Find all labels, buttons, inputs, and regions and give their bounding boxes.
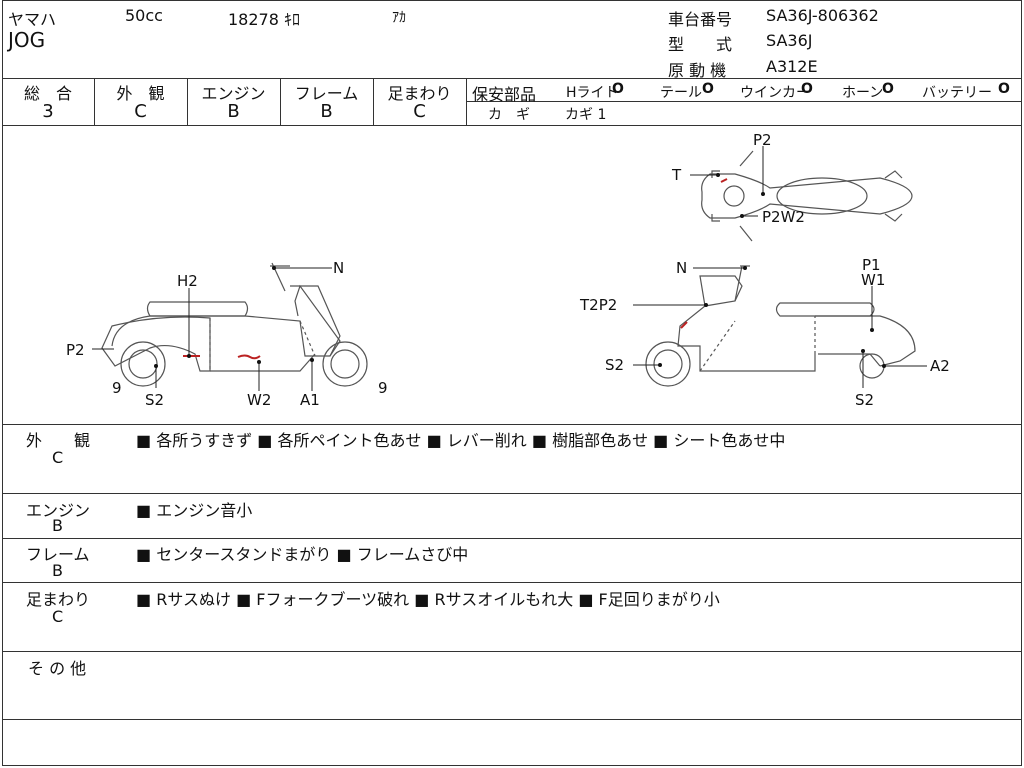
overall-label: 総 合 (23, 84, 72, 103)
label-p2w2: P2W2 (762, 208, 805, 226)
exterior-label: 外 観 (116, 84, 165, 103)
label-w2: W2 (247, 391, 271, 409)
divider (2, 125, 1022, 126)
divider (467, 101, 1022, 102)
label-w1: W1 (861, 271, 885, 289)
model: JOG (8, 28, 46, 52)
frame-grade-label: フレーム (294, 84, 359, 103)
divider (2, 719, 1022, 720)
suspension-grade: C (413, 101, 426, 122)
winker-ok-mark: O (801, 81, 813, 97)
note-exterior-grade: C (52, 448, 64, 467)
scooter-top-view-icon (701, 150, 913, 242)
displacement: 50cc (125, 6, 163, 25)
label-h2: H2 (177, 272, 198, 290)
note-suspension-category: 足まわり (26, 590, 91, 609)
safety-item-horn: ホーン (842, 85, 884, 101)
note-frame-text: ■ センタースタンドまがり ■ フレームさび中 (136, 545, 469, 564)
battery-ok-mark: O (998, 81, 1010, 97)
divider (2, 78, 1022, 79)
maker: ヤマハ (8, 10, 57, 29)
damage-mark-t2p2 (680, 321, 688, 329)
divider (94, 78, 95, 125)
frame-no: SA36J-806362 (766, 6, 879, 25)
scooter-right-side-icon (645, 265, 916, 387)
label-t2p2: T2P2 (579, 296, 617, 314)
divider (2, 538, 1022, 539)
label-p1: P1 (862, 256, 881, 274)
engine-grade: B (227, 101, 240, 122)
engine-label: 原 動 機 (668, 61, 727, 80)
note-exterior-text: ■ 各所うすきず ■ 各所ペイント色あせ ■ レバー削れ ■ 樹脂部色あせ ■ … (136, 431, 786, 450)
type-label: 型 式 (668, 35, 733, 54)
label-n-left: N (333, 259, 344, 277)
mileage: 18278 ｷﾛ (228, 10, 300, 29)
label-a2: A2 (930, 357, 950, 375)
safety-item-tail: テール (660, 85, 702, 101)
safety-item-battery: バッテリー (922, 85, 992, 101)
frame-no-label: 車台番号 (668, 10, 733, 29)
note-engine-category: エンジン (26, 501, 91, 520)
key-value: カギ 1 (565, 107, 607, 123)
label-p2-left: P2 (66, 341, 85, 359)
exterior-grade: C (134, 101, 147, 122)
label-9-rear: 9 (378, 379, 388, 397)
label-a1: A1 (300, 391, 320, 409)
divider (187, 78, 188, 125)
engine-value: A312E (766, 57, 818, 76)
safety-item-winker: ウインカー (740, 85, 810, 101)
label-s2-right-rear: S2 (855, 391, 874, 409)
note-frame-category: フレーム (26, 545, 90, 564)
suspension-grade-label: 足まわり (387, 84, 452, 103)
note-other-category: そ の 他 (28, 659, 87, 678)
note-exterior-category: 外 観 (26, 431, 91, 450)
type-value: SA36J (766, 31, 813, 50)
label-s2-left: S2 (145, 391, 164, 409)
label-9-front: 9 (112, 379, 122, 397)
damage-mark-w2 (237, 354, 261, 360)
headlight-ok-mark: O (612, 81, 624, 97)
divider (2, 424, 1022, 425)
label-p2-top: P2 (753, 131, 772, 149)
label-t: T (671, 166, 682, 184)
divider (466, 78, 467, 125)
label-n-right: N (676, 259, 687, 277)
divider (2, 651, 1022, 652)
damage-mark-t (720, 178, 728, 183)
safety-label: 保安部品 (472, 85, 537, 104)
scooter-left-side-icon (101, 262, 368, 387)
divider (280, 78, 281, 125)
note-frame-grade: B (52, 561, 63, 580)
tail-ok-mark: O (702, 81, 714, 97)
note-engine-grade: B (52, 516, 63, 535)
damage-diagram: H2 N P2 9 S2 W2 A1 9 N P1 W1 T2P2 S2 A2 … (66, 131, 950, 409)
divider (373, 78, 374, 125)
safety-item-headlight: Hライト (566, 85, 619, 101)
note-suspension-grade: C (52, 607, 64, 626)
label-s2-right: S2 (605, 356, 624, 374)
note-engine-text: ■ エンジン音小 (136, 501, 253, 520)
engine-grade-label: エンジン (201, 84, 266, 103)
divider (2, 582, 1022, 583)
divider (2, 493, 1022, 494)
frame-grade: B (320, 101, 333, 122)
overall-grade: 3 (42, 101, 54, 122)
horn-ok-mark: O (882, 81, 894, 97)
color: ｱｶ (392, 10, 406, 26)
key-label: カ ギ (488, 107, 530, 123)
note-suspension-text: ■ Rサスぬけ ■ Fフォークブーツ破れ ■ Rサスオイルもれ大 ■ F足回りま… (136, 590, 720, 609)
